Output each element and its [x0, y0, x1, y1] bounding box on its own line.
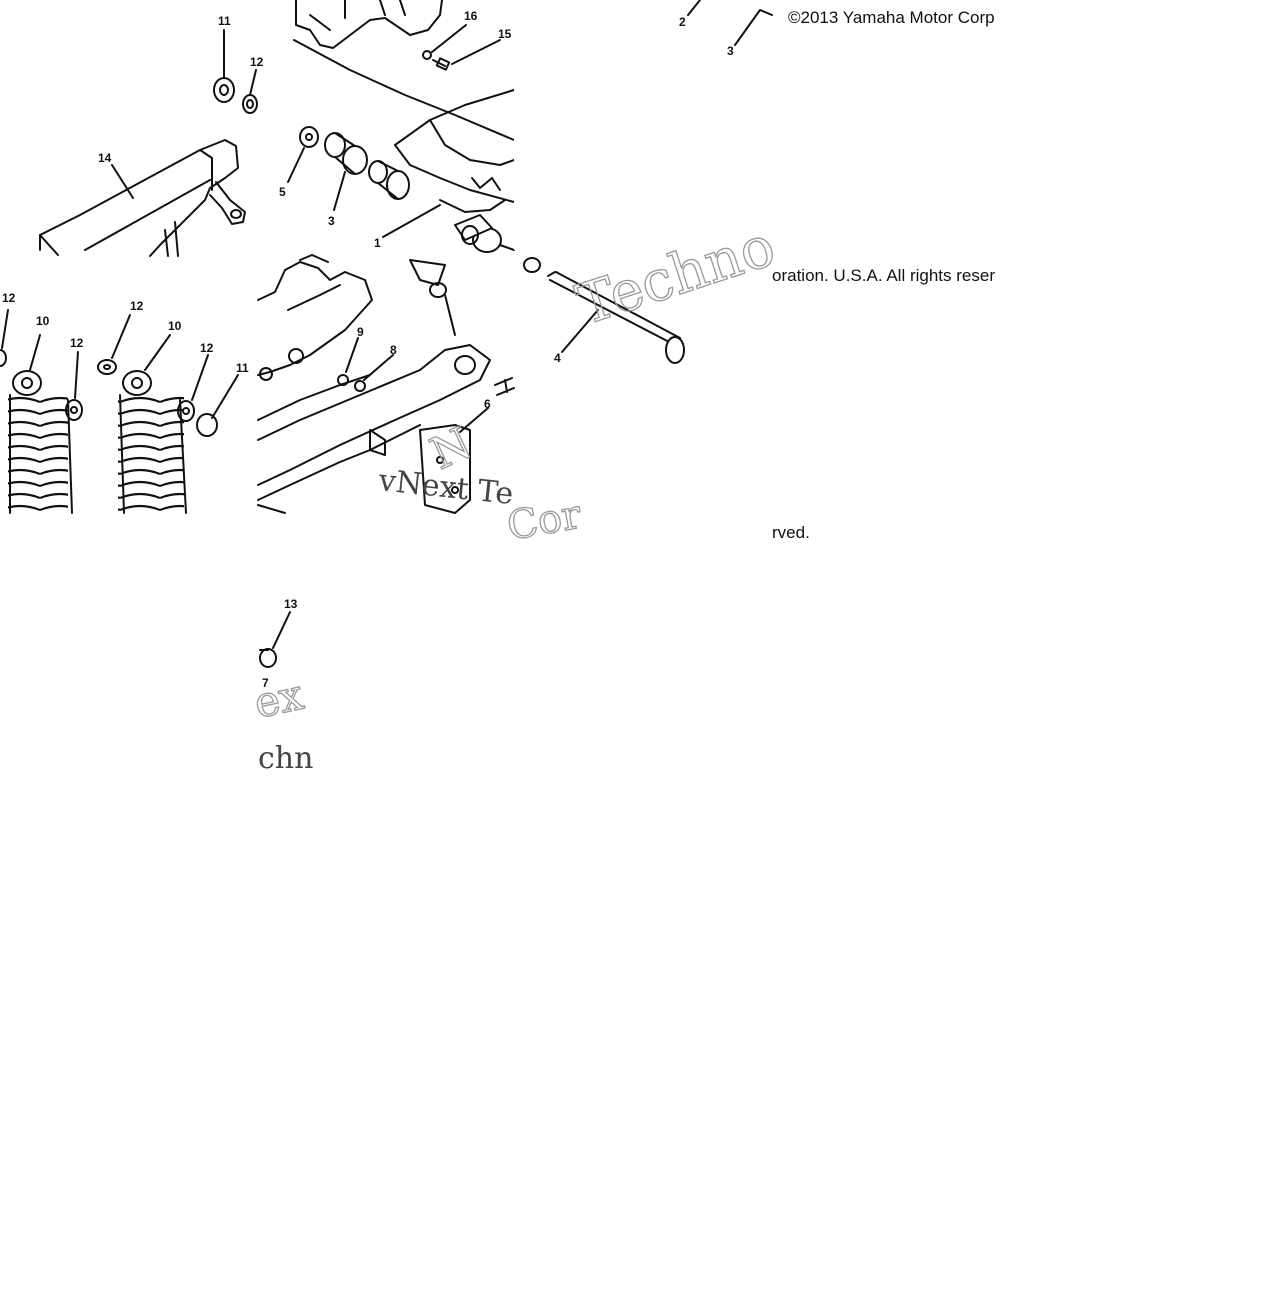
callout-label: 12 — [200, 341, 214, 355]
watermarks: Techno vNext Te ex chn Cor N — [249, 213, 783, 776]
swingarm-pivot — [293, 0, 515, 253]
swingarm-arm — [257, 254, 491, 514]
frame-bracket — [39, 139, 246, 257]
callout-label: 8 — [390, 343, 397, 357]
leader-3 — [333, 171, 346, 211]
callout-label: 16 — [464, 9, 478, 23]
callout-label: 12 — [70, 336, 84, 350]
washer-12-upper — [242, 69, 258, 114]
callout-labels: 11 12 14 5 3 1 16 15 2 3 12 10 12 12 10 … — [2, 9, 734, 690]
nut-11 — [213, 29, 235, 103]
tile-gap — [514, 0, 594, 250]
nut-11-lower — [196, 374, 239, 437]
callout-label: 12 — [250, 55, 264, 69]
callout-label: 10 — [168, 319, 182, 333]
callout-label: 7 — [262, 676, 269, 690]
callout-label: 6 — [484, 397, 491, 411]
bushing-3 — [324, 132, 368, 175]
shock-absorber-left — [8, 334, 73, 514]
callout-label: 9 — [357, 325, 364, 339]
callout-label: 13 — [284, 597, 298, 611]
copyright-line-3: rved. — [772, 523, 810, 542]
callout-label: 5 — [279, 185, 286, 199]
tile-gap — [258, 515, 558, 595]
callout-label: 11 — [218, 14, 231, 28]
callout-label: 14 — [98, 151, 112, 165]
callout-label: 11 — [236, 361, 249, 375]
tile-gap — [0, 258, 258, 260]
leader-14 — [111, 164, 134, 199]
bolt-16-15 — [422, 24, 501, 71]
callout-label: 12 — [130, 299, 144, 313]
collar-13 — [259, 611, 291, 668]
copyright-line-1: ©2013 Yamaha Motor Corp — [788, 8, 995, 27]
small-bolts-9-8 — [337, 337, 394, 392]
washers-12-lower — [0, 309, 209, 422]
callout-leaders-top-right — [687, 0, 773, 46]
callout-label: 10 — [36, 314, 50, 328]
rear-stud — [494, 377, 515, 396]
pivot-shaft-4 — [523, 257, 685, 364]
callout-label: 15 — [498, 27, 512, 41]
bushing-1 — [368, 160, 410, 200]
watermark-text: chn — [258, 741, 313, 776]
leader-1 — [382, 204, 441, 238]
callout-label: 3 — [328, 214, 335, 228]
watermark-text: ex — [250, 670, 308, 728]
washer-5 — [299, 126, 319, 148]
callout-label: 12 — [2, 291, 16, 305]
callout-label: 1 — [374, 236, 381, 250]
watermark-text: Techno — [569, 214, 782, 339]
leader-5 — [287, 147, 305, 183]
callout-label: 4 — [554, 351, 561, 365]
mounting-plate-6 — [419, 407, 489, 514]
callout-label: 2 — [679, 15, 686, 29]
callout-label: 3 — [727, 44, 734, 58]
copyright-line-2: oration. U.S.A. All rights reser — [772, 266, 995, 285]
shock-absorber-right — [118, 334, 187, 514]
